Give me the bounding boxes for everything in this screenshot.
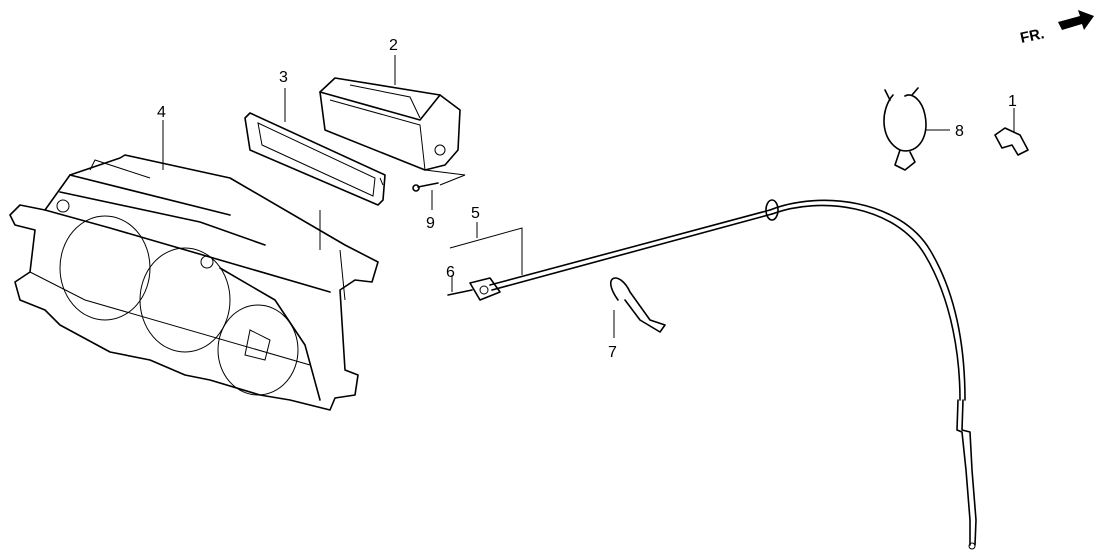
- clip-part: [994, 127, 1029, 156]
- housing-part: [319, 77, 466, 186]
- screw-part: [412, 182, 439, 192]
- bezel-part: [244, 112, 386, 206]
- front-direction-marker: FR.: [1019, 10, 1094, 47]
- callout-7: 7: [608, 344, 617, 361]
- band-clamp-part: [883, 87, 927, 171]
- speedometer-cable-part: [447, 199, 977, 550]
- callout-2: 2: [389, 37, 398, 54]
- front-arrow-icon: [1058, 10, 1094, 30]
- instrument-cluster-part: [9, 154, 379, 411]
- wire-clip-part: [610, 277, 666, 333]
- callout-5: 5: [471, 205, 480, 222]
- callout-4: 4: [157, 104, 166, 121]
- callout-3: 3: [279, 69, 288, 86]
- callout-8: 8: [955, 123, 964, 140]
- callout-9: 9: [426, 215, 435, 232]
- leader-5-bracket: [449, 227, 523, 275]
- callout-1: 1: [1008, 93, 1017, 110]
- callout-6: 6: [446, 264, 455, 281]
- fr-label: FR.: [1019, 25, 1046, 47]
